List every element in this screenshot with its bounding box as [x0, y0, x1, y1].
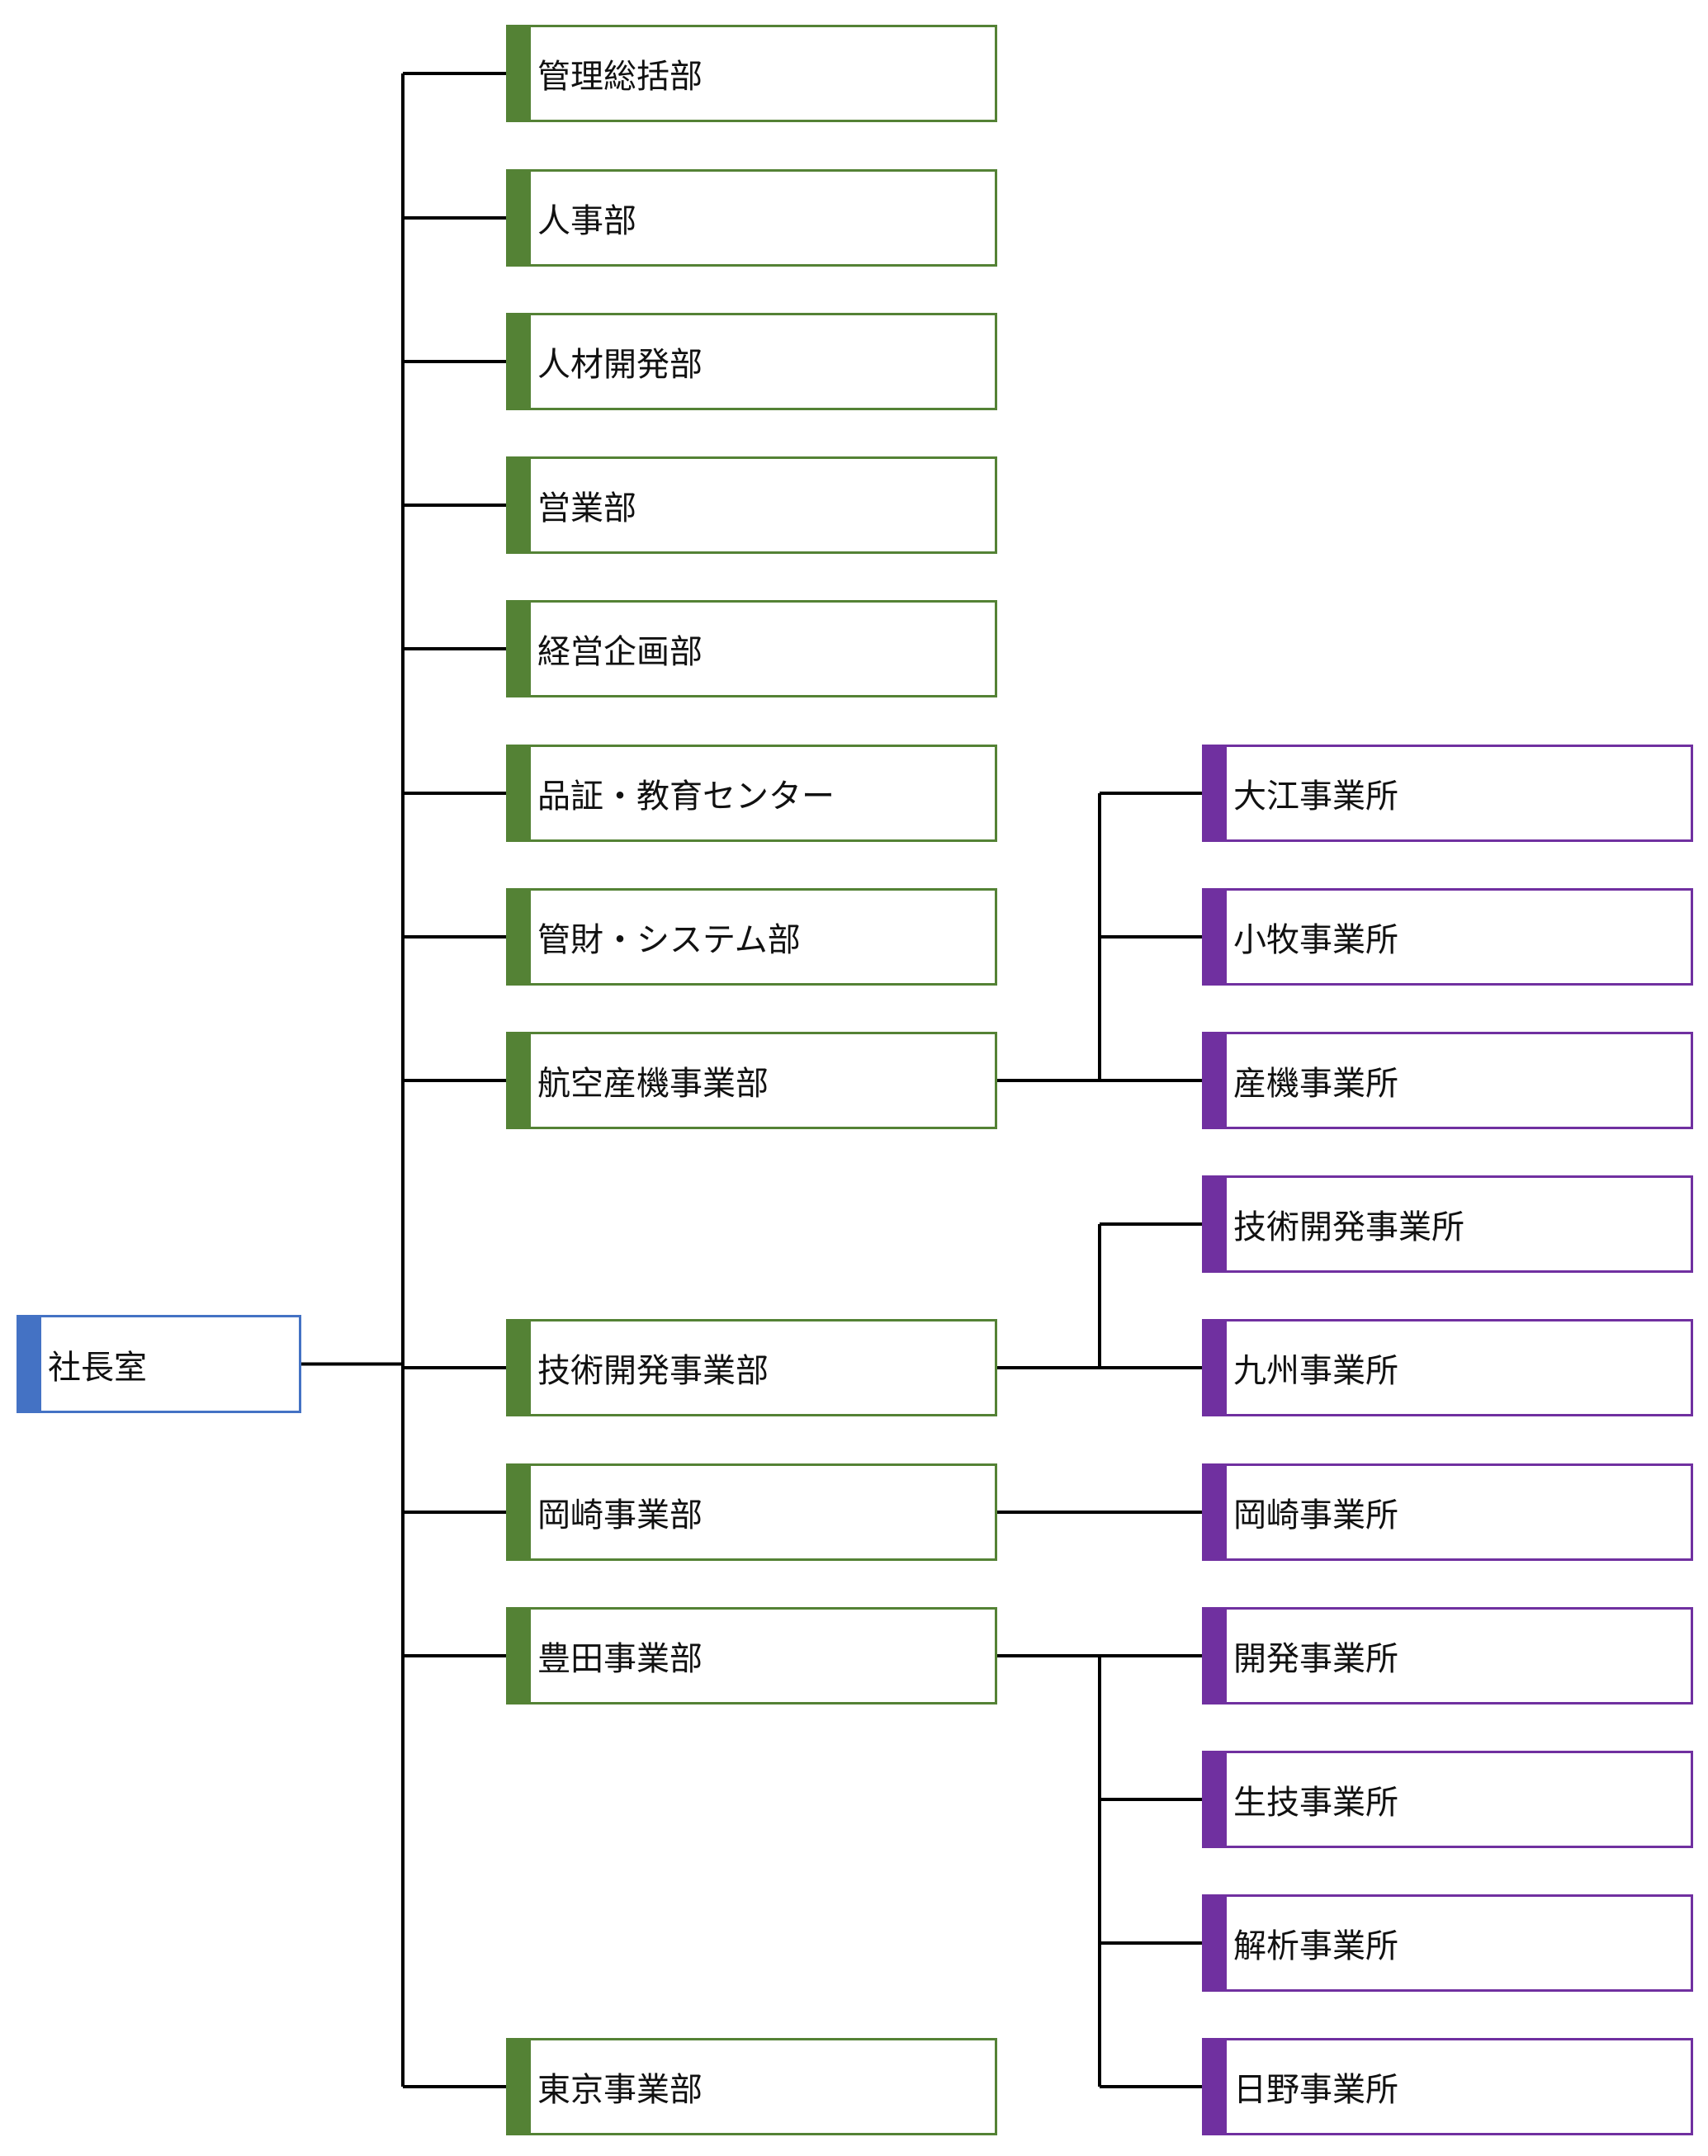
office-node[interactable]: 小牧事業所 — [1202, 888, 1693, 986]
office-node[interactable]: 開発事業所 — [1202, 1607, 1693, 1704]
dept-node[interactable]: 経営企画部 — [506, 600, 997, 697]
office-node[interactable]: 九州事業所 — [1202, 1319, 1693, 1416]
root-node-president-office[interactable]: 社長室 — [17, 1315, 301, 1413]
dept-node[interactable]: 技術開発事業部 — [506, 1319, 997, 1416]
office-node[interactable]: 日野事業所 — [1202, 2038, 1693, 2135]
dept-node[interactable]: 人事部 — [506, 169, 997, 267]
dept-node[interactable]: 管財・システム部 — [506, 888, 997, 986]
dept-label: 豊田事業部 — [537, 1640, 703, 1678]
office-label: 岡崎事業所 — [1233, 1496, 1398, 1534]
office-label: 大江事業所 — [1233, 778, 1398, 816]
office-label: 開発事業所 — [1233, 1640, 1398, 1678]
office-node[interactable]: 岡崎事業所 — [1202, 1463, 1693, 1561]
dept-label: 人事部 — [537, 202, 636, 240]
dept-label: 人材開発部 — [537, 346, 703, 384]
dept-label: 管財・システム部 — [537, 921, 801, 959]
dept-label: 航空産機事業部 — [537, 1065, 769, 1103]
root-node-label: 社長室 — [48, 1348, 147, 1387]
office-label: 技術開発事業所 — [1233, 1208, 1464, 1246]
dept-node[interactable]: 東京事業部 — [506, 2038, 997, 2135]
office-label: 生技事業所 — [1233, 1784, 1398, 1822]
dept-label: 東京事業部 — [537, 2071, 703, 2109]
dept-label: 経営企画部 — [537, 633, 703, 671]
office-label: 日野事業所 — [1233, 2071, 1398, 2109]
dept-node[interactable]: 豊田事業部 — [506, 1607, 997, 1704]
office-node[interactable]: 生技事業所 — [1202, 1751, 1693, 1848]
office-node[interactable]: 産機事業所 — [1202, 1032, 1693, 1129]
office-label: 解析事業所 — [1233, 1927, 1398, 1965]
office-label: 小牧事業所 — [1233, 921, 1398, 959]
dept-node[interactable]: 管理総括部 — [506, 25, 997, 122]
office-label: 九州事業所 — [1233, 1352, 1398, 1390]
office-node[interactable]: 解析事業所 — [1202, 1894, 1693, 1992]
office-node[interactable]: 技術開発事業所 — [1202, 1175, 1693, 1273]
dept-label: 管理総括部 — [537, 58, 703, 96]
dept-label: 品証・教育センター — [537, 778, 835, 816]
dept-label: 岡崎事業部 — [537, 1496, 703, 1534]
office-node[interactable]: 大江事業所 — [1202, 745, 1693, 842]
dept-node[interactable]: 航空産機事業部 — [506, 1032, 997, 1129]
dept-node[interactable]: 岡崎事業部 — [506, 1463, 997, 1561]
office-label: 産機事業所 — [1233, 1065, 1398, 1103]
dept-node[interactable]: 人材開発部 — [506, 313, 997, 410]
dept-label: 営業部 — [537, 489, 636, 527]
dept-label: 技術開発事業部 — [537, 1352, 769, 1390]
dept-node[interactable]: 品証・教育センター — [506, 745, 997, 842]
dept-node[interactable]: 営業部 — [506, 456, 997, 554]
